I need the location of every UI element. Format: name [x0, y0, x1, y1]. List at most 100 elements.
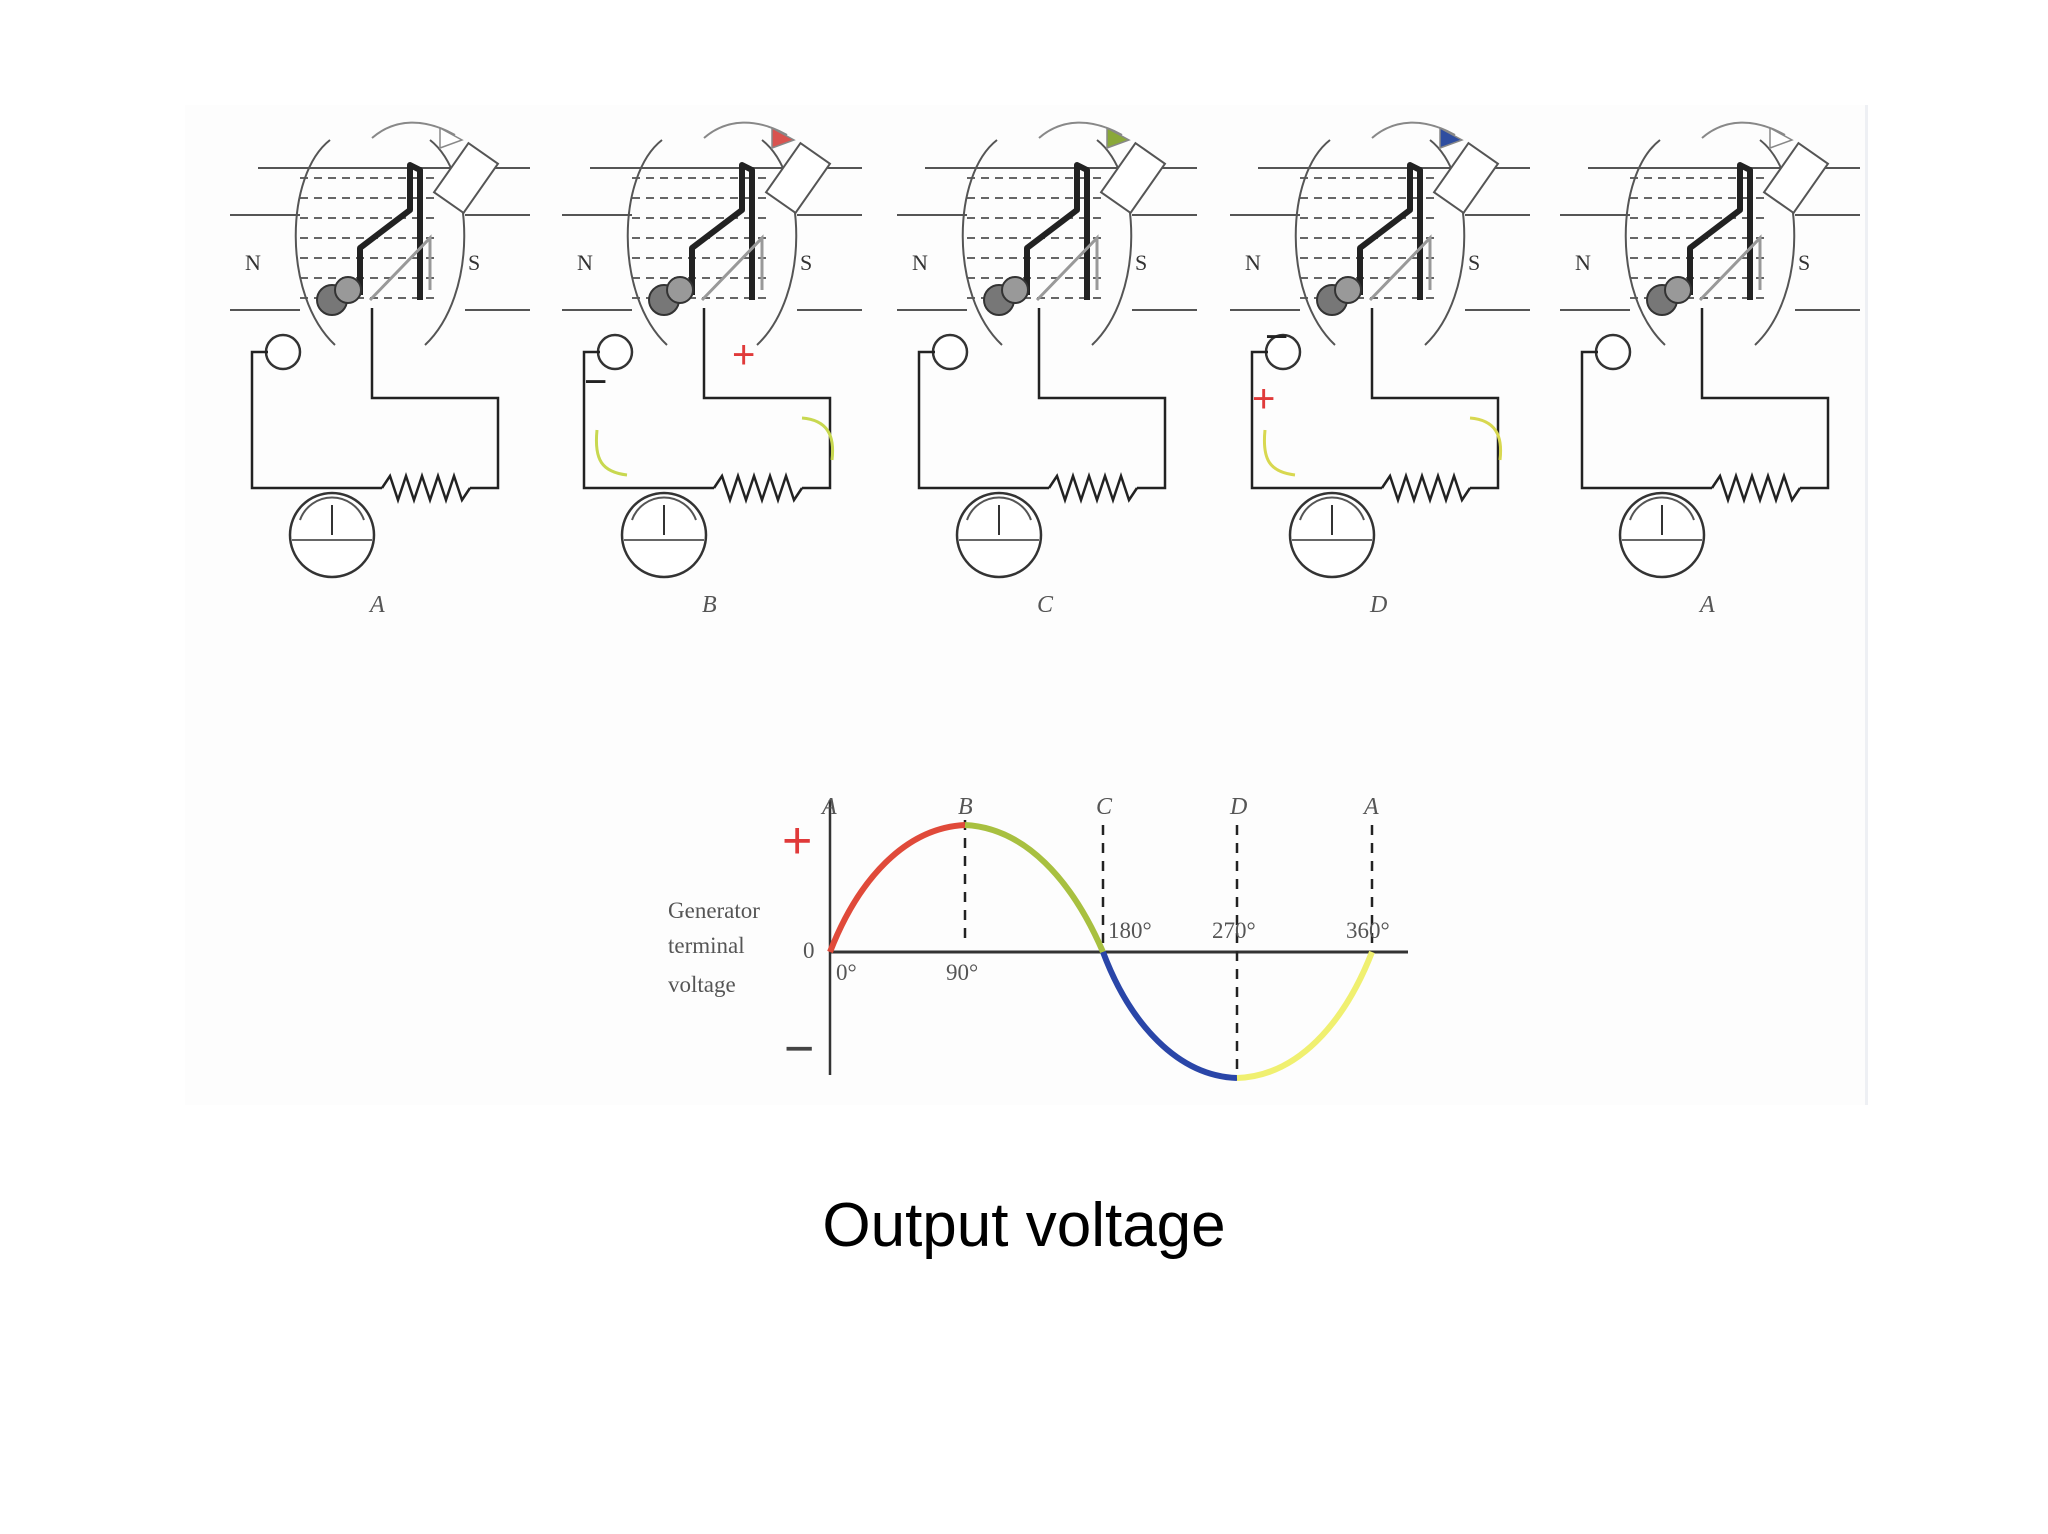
south-label: S — [1798, 250, 1810, 275]
current-arrow — [801, 416, 835, 461]
generator-stage: N S A — [230, 121, 530, 618]
polarity-bottom: − — [584, 360, 607, 404]
rotation-arrow — [439, 126, 464, 150]
armature-coil-back — [1698, 234, 1762, 302]
angle-0: 0° — [836, 960, 857, 985]
armature-coil-back — [368, 234, 432, 302]
slip-ring — [666, 276, 694, 304]
slip-ring — [334, 276, 362, 304]
circuit-wire — [582, 308, 832, 490]
polarity-top: + — [732, 333, 755, 377]
pos-label-a: A — [820, 794, 837, 820]
slip-ring — [1664, 276, 1692, 304]
circuit-wire — [917, 308, 1167, 490]
pole-lines — [562, 167, 862, 311]
polarity-top: − — [1265, 315, 1288, 359]
meter-scale — [299, 496, 365, 521]
north-label: N — [1245, 250, 1261, 275]
brush-block — [1762, 141, 1830, 215]
generator-stage: N S − + D — [1230, 121, 1530, 618]
north-label: N — [1575, 250, 1591, 275]
south-pole-face — [1754, 139, 1796, 346]
ylabel-line-3: voltage — [668, 972, 736, 997]
north-label: N — [245, 250, 261, 275]
pole-lines — [897, 167, 1197, 311]
caption: Output voltage — [822, 1191, 1226, 1260]
rotation-arc — [1371, 121, 1456, 139]
rotation-arrow — [771, 126, 796, 150]
pos-label-c: C — [1096, 794, 1113, 820]
angle-360: 360° — [1346, 918, 1390, 943]
resistor — [1380, 472, 1472, 504]
stage-label: C — [1037, 592, 1054, 618]
meter-scale — [1629, 496, 1695, 521]
north-pole-face — [626, 139, 668, 346]
north-pole-face — [961, 139, 1003, 346]
stage-label: D — [1369, 592, 1387, 618]
south-pole-face — [1091, 139, 1133, 346]
pos-label-b: B — [958, 794, 973, 820]
rotation-arc — [703, 121, 788, 139]
rotation-arrow — [1106, 126, 1131, 150]
stage-label: B — [702, 592, 717, 618]
north-pole-face — [1624, 139, 1666, 346]
south-pole-face — [1424, 139, 1466, 346]
armature-coil — [1357, 162, 1423, 300]
angle-270: 270° — [1212, 918, 1256, 943]
brush-block — [1432, 141, 1500, 215]
polarity-bottom: + — [1252, 377, 1275, 421]
south-label: S — [468, 250, 480, 275]
north-label: N — [577, 250, 593, 275]
current-arrow — [1262, 429, 1296, 477]
generator-stage: N S + − B — [562, 121, 862, 618]
pos-label-d: D — [1229, 794, 1247, 820]
north-pole-face — [294, 139, 336, 346]
circuit-wire — [250, 308, 500, 490]
armature-coil-back — [1368, 234, 1432, 302]
ylabel-line-2: terminal — [668, 933, 745, 958]
resistor — [1710, 472, 1802, 504]
circuit-wire — [1580, 308, 1830, 490]
armature-coil — [357, 162, 423, 300]
sine-segment-4 — [1236, 950, 1375, 1081]
generator-stage: N S A — [1560, 121, 1860, 618]
angle-180: 180° — [1108, 918, 1152, 943]
angle-90: 90° — [946, 960, 978, 985]
slip-ring — [1334, 276, 1362, 304]
meter-scale — [1299, 496, 1365, 521]
resistor — [712, 472, 804, 504]
armature-coil — [1687, 162, 1753, 300]
stage-label: A — [1698, 592, 1715, 618]
rotation-arc — [1701, 121, 1786, 139]
brush-block — [432, 141, 500, 215]
rotation-arc — [1038, 121, 1123, 139]
armature-coil-back — [1035, 234, 1099, 302]
armature-coil — [1024, 162, 1090, 300]
armature-coil-back — [700, 234, 764, 302]
north-pole-face — [1294, 139, 1336, 346]
current-arrow — [594, 429, 628, 477]
resistor — [380, 472, 472, 504]
meter-scale — [966, 496, 1032, 521]
meter-scale — [631, 496, 697, 521]
pole-lines — [230, 167, 530, 311]
brush-block — [764, 141, 832, 215]
sine-segment-2 — [964, 822, 1106, 954]
minus-sign: − — [784, 1020, 814, 1078]
pole-lines — [1230, 167, 1530, 311]
resistor — [1047, 472, 1139, 504]
current-arrow — [1469, 416, 1503, 461]
circuit-wire — [1250, 308, 1500, 490]
south-label: S — [1468, 250, 1480, 275]
rotation-arrow — [1439, 126, 1464, 150]
ylabel-line-1: Generator — [668, 898, 760, 923]
pole-lines — [1560, 167, 1860, 311]
armature-coil — [689, 162, 755, 300]
sine-segment-3 — [1100, 950, 1238, 1081]
slip-ring — [1001, 276, 1029, 304]
stage-label: A — [368, 592, 385, 618]
south-label: S — [800, 250, 812, 275]
